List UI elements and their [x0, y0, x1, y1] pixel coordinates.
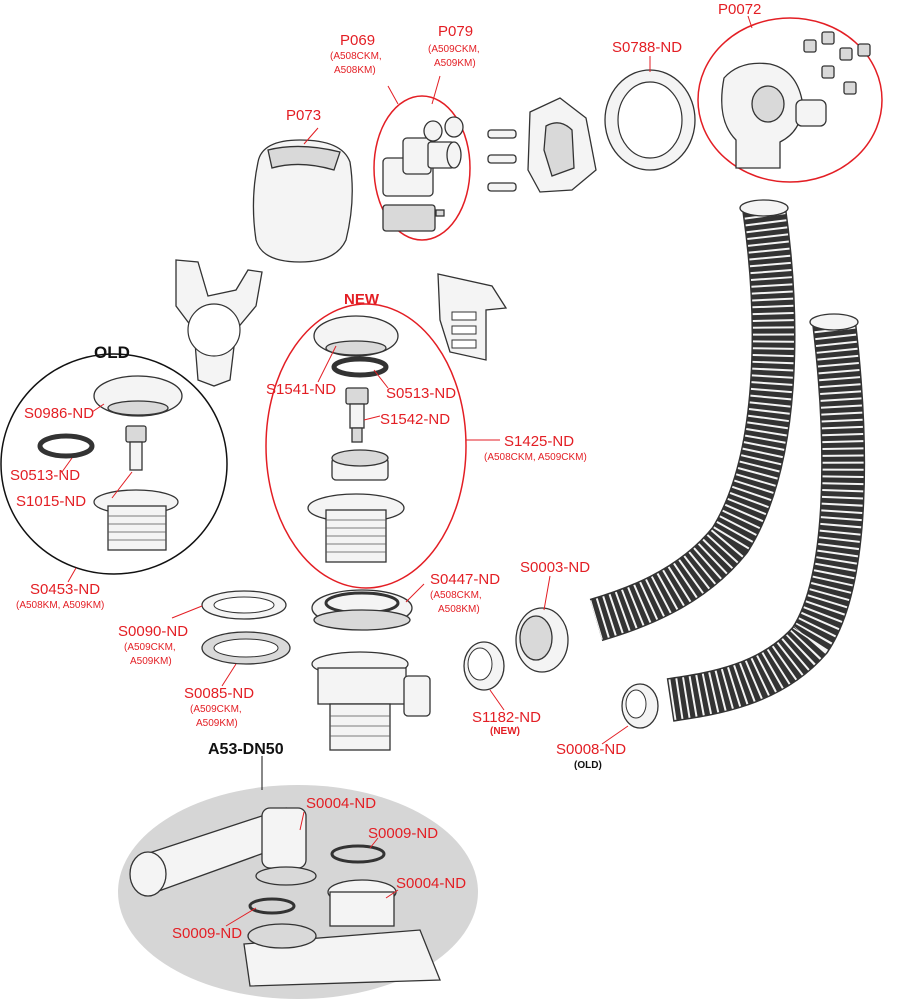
new-group-circle — [265, 303, 467, 589]
label-p069: P069 — [340, 32, 375, 49]
old-drain-body — [93, 489, 179, 551]
label-s0008-note: (OLD) — [574, 760, 602, 771]
label-p069-variant-1: (A508CKM, — [330, 51, 382, 62]
p069-p079-group-circle — [373, 95, 471, 241]
flexible-drain-hose — [666, 313, 866, 722]
label-s0090-variant-2: A509KM) — [130, 656, 172, 667]
grid-frame-insert — [437, 273, 508, 361]
label-s0008: S0008-ND — [556, 741, 626, 758]
label-p073: P073 — [286, 107, 321, 124]
label-s0009-bottom: S0009-ND — [172, 925, 242, 942]
screws — [487, 129, 517, 192]
a53-dn50-trap-assembly — [129, 807, 441, 987]
label-s0788: S0788-ND — [612, 39, 682, 56]
new-group-title: NEW — [344, 291, 380, 308]
old-group-circle — [0, 353, 228, 575]
siphon-body — [311, 651, 431, 751]
label-s1425-variant: (A508CKM, A509CKM) — [484, 452, 587, 463]
label-s0447-variant-2: A508KM) — [438, 604, 480, 615]
p079-elbow-connector — [382, 116, 464, 232]
label-s0085-variant-2: A509KM) — [196, 718, 238, 729]
label-s0986: S0986-ND — [24, 405, 94, 422]
new-drain-body — [307, 493, 405, 563]
label-p0072: P0072 — [718, 1, 761, 18]
s0008-hose-seal — [621, 683, 659, 729]
s1542-click-clack-core — [345, 387, 369, 443]
label-s1541: S1541-ND — [266, 381, 336, 398]
s0513-old-seal-ring — [37, 433, 95, 459]
leader-lines — [61, 15, 753, 927]
old-group-title: OLD — [94, 343, 130, 362]
label-s0513-old: S0513-ND — [10, 467, 80, 484]
s0986-old-plug-cap — [93, 375, 183, 417]
s1015-old-plug-core — [125, 425, 147, 471]
s1182-reducer-seal — [463, 641, 505, 691]
label-p079-variant-1: (A509CKM, — [428, 44, 480, 55]
label-s0009-top: S0009-ND — [368, 825, 438, 842]
s0085-washer — [201, 631, 291, 665]
label-s0453-variant: (A508KM, A509KM) — [16, 600, 104, 611]
new-locking-nut — [331, 449, 389, 481]
label-s1182-note: (NEW) — [490, 726, 520, 737]
label-p069-variant-2: A508KM) — [334, 65, 376, 76]
label-s0447: S0447-ND — [430, 571, 500, 588]
s0090-washer — [201, 590, 287, 620]
s0788-gasket-ring — [604, 69, 696, 171]
label-s0003: S0003-ND — [520, 559, 590, 576]
label-s0090-variant-1: (A509CKM, — [124, 642, 176, 653]
s0447-sealing-flange — [311, 589, 413, 631]
label-p079-variant-2: A509KM) — [434, 58, 476, 69]
label-s0085-variant-1: (A509CKM, — [190, 704, 242, 715]
label-s0513-new: S0513-ND — [386, 385, 456, 402]
s0003-union-nut — [515, 607, 569, 673]
s1541-plug-cap — [313, 315, 399, 357]
plastic-wrench-key — [175, 259, 263, 387]
p0072-overflow-body — [721, 31, 871, 169]
p073-cover-cap — [252, 139, 353, 263]
label-s0453: S0453-ND — [30, 581, 100, 598]
label-s0004-top: S0004-ND — [306, 795, 376, 812]
label-s0004-bottom: S0004-ND — [396, 875, 466, 892]
label-s1182: S1182-ND — [472, 709, 541, 726]
label-s0085: S0085-ND — [184, 685, 254, 702]
label-s1542: S1542-ND — [380, 411, 450, 428]
label-s0447-variant-1: (A508CKM, — [430, 590, 482, 601]
s0513-new-seal-ring — [331, 356, 389, 378]
main-assembly-title: A53-DN50 — [208, 741, 284, 758]
label-s1425: S1425-ND — [504, 433, 574, 450]
overflow-mounting-plate — [527, 97, 597, 193]
label-s0090: S0090-ND — [118, 623, 188, 640]
label-p079: P079 — [438, 23, 473, 40]
p0072-group-circle — [697, 17, 883, 183]
label-s1015: S1015-ND — [16, 493, 86, 510]
flexible-overflow-hose — [589, 199, 796, 642]
